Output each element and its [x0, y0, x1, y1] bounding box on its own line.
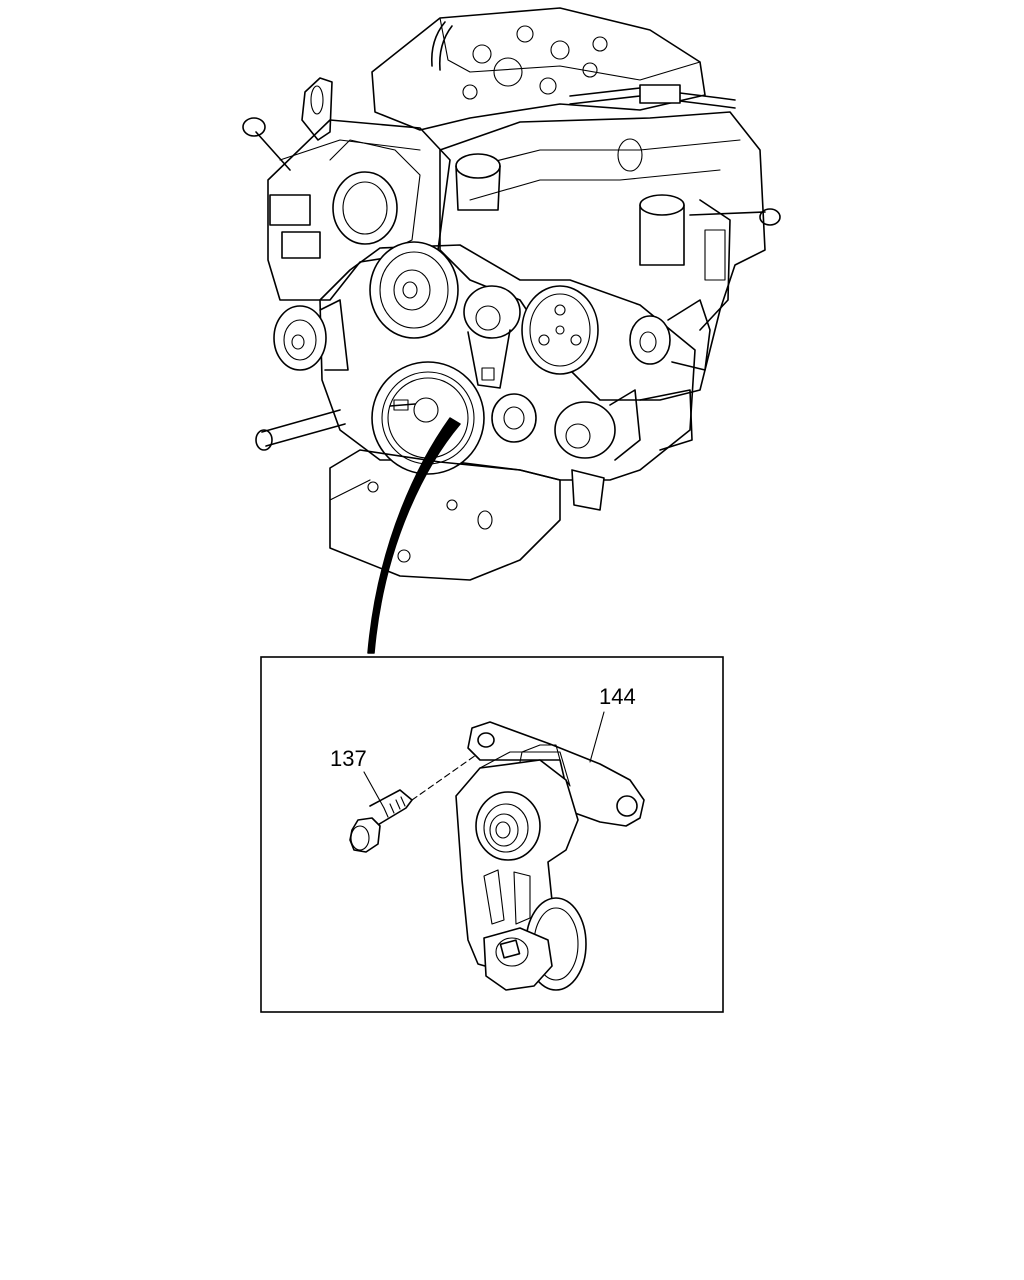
- water-pump-pulley: [369, 241, 459, 339]
- detail-view-frame: [260, 656, 724, 1013]
- ac-compressor: [273, 299, 349, 371]
- alternator: [629, 299, 711, 371]
- idler-pulley: [491, 393, 537, 443]
- installed-tensioner: [463, 285, 521, 389]
- front-cover: [319, 244, 696, 481]
- tensioner-144-drawing: [455, 721, 645, 991]
- callout-leader-137: [363, 771, 385, 809]
- power-steering-pulley: [521, 285, 599, 375]
- intake-plenum: [371, 7, 706, 131]
- engine-assembly-drawing: [242, 7, 781, 581]
- callout-label-144: 144: [599, 684, 636, 709]
- bolt-137-drawing: [349, 747, 487, 853]
- oil-pan: [329, 449, 561, 581]
- lower-right-pulley: [554, 389, 641, 461]
- callout-label-137: 137: [330, 746, 367, 771]
- detail-leader-line: [367, 417, 461, 654]
- callout-leader-144: [589, 711, 605, 763]
